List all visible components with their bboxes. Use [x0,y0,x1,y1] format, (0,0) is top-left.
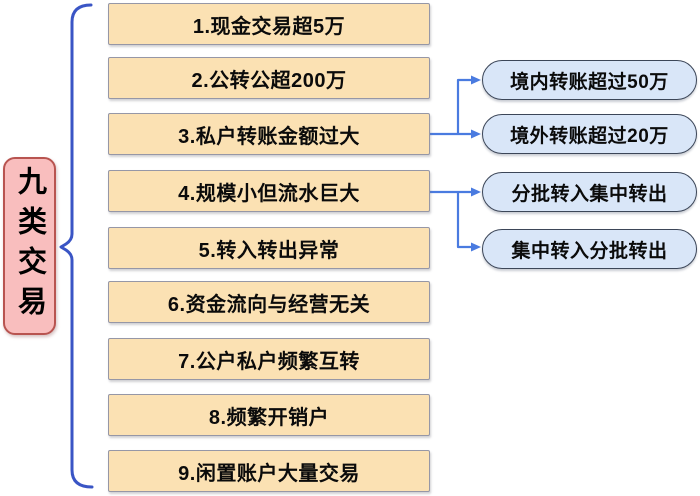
connector-line [430,190,472,249]
item-4-small-scale-huge-flow: 4.规模小但流水巨大 [108,170,430,212]
brace [59,3,94,489]
connector-item3-branches [430,75,481,139]
arrow-right-icon [471,187,481,197]
root-node-nine-transaction-types: 九类交易 [3,157,56,335]
item-6-flow-unrelated-business: 6.资金流向与经营无关 [108,281,430,323]
item-5-abnormal-in-out: 5.转入转出异常 [108,227,430,269]
item-7-frequent-corp-private-transfer: 7.公户私户频繁互转 [108,338,430,380]
subnode-concentrated-in-batch-out: 集中转入分批转出 [482,229,697,269]
item-1-cash-over-50k: 1.现金交易超5万 [108,3,430,45]
subnode-batch-in-concentrated-out: 分批转入集中转出 [482,172,697,212]
item-8-frequent-open-close-accounts: 8.频繁开销户 [108,394,430,436]
subnode-overseas-transfer-over-200k: 境外转账超过20万 [482,114,697,154]
connector-line [430,78,472,136]
arrow-right-icon [471,75,481,85]
item-3-private-transfer-large: 3.私户转账金额过大 [108,113,430,155]
arrow-right-icon [471,129,481,139]
item-2-corp-to-corp-over-2m: 2.公转公超200万 [108,57,430,99]
item-9-idle-account-heavy-trading: 9.闲置账户大量交易 [108,450,430,492]
subnode-domestic-transfer-over-500k: 境内转账超过50万 [482,60,697,100]
arrow-right-icon [471,242,481,252]
connector-item4-branches [430,187,481,252]
